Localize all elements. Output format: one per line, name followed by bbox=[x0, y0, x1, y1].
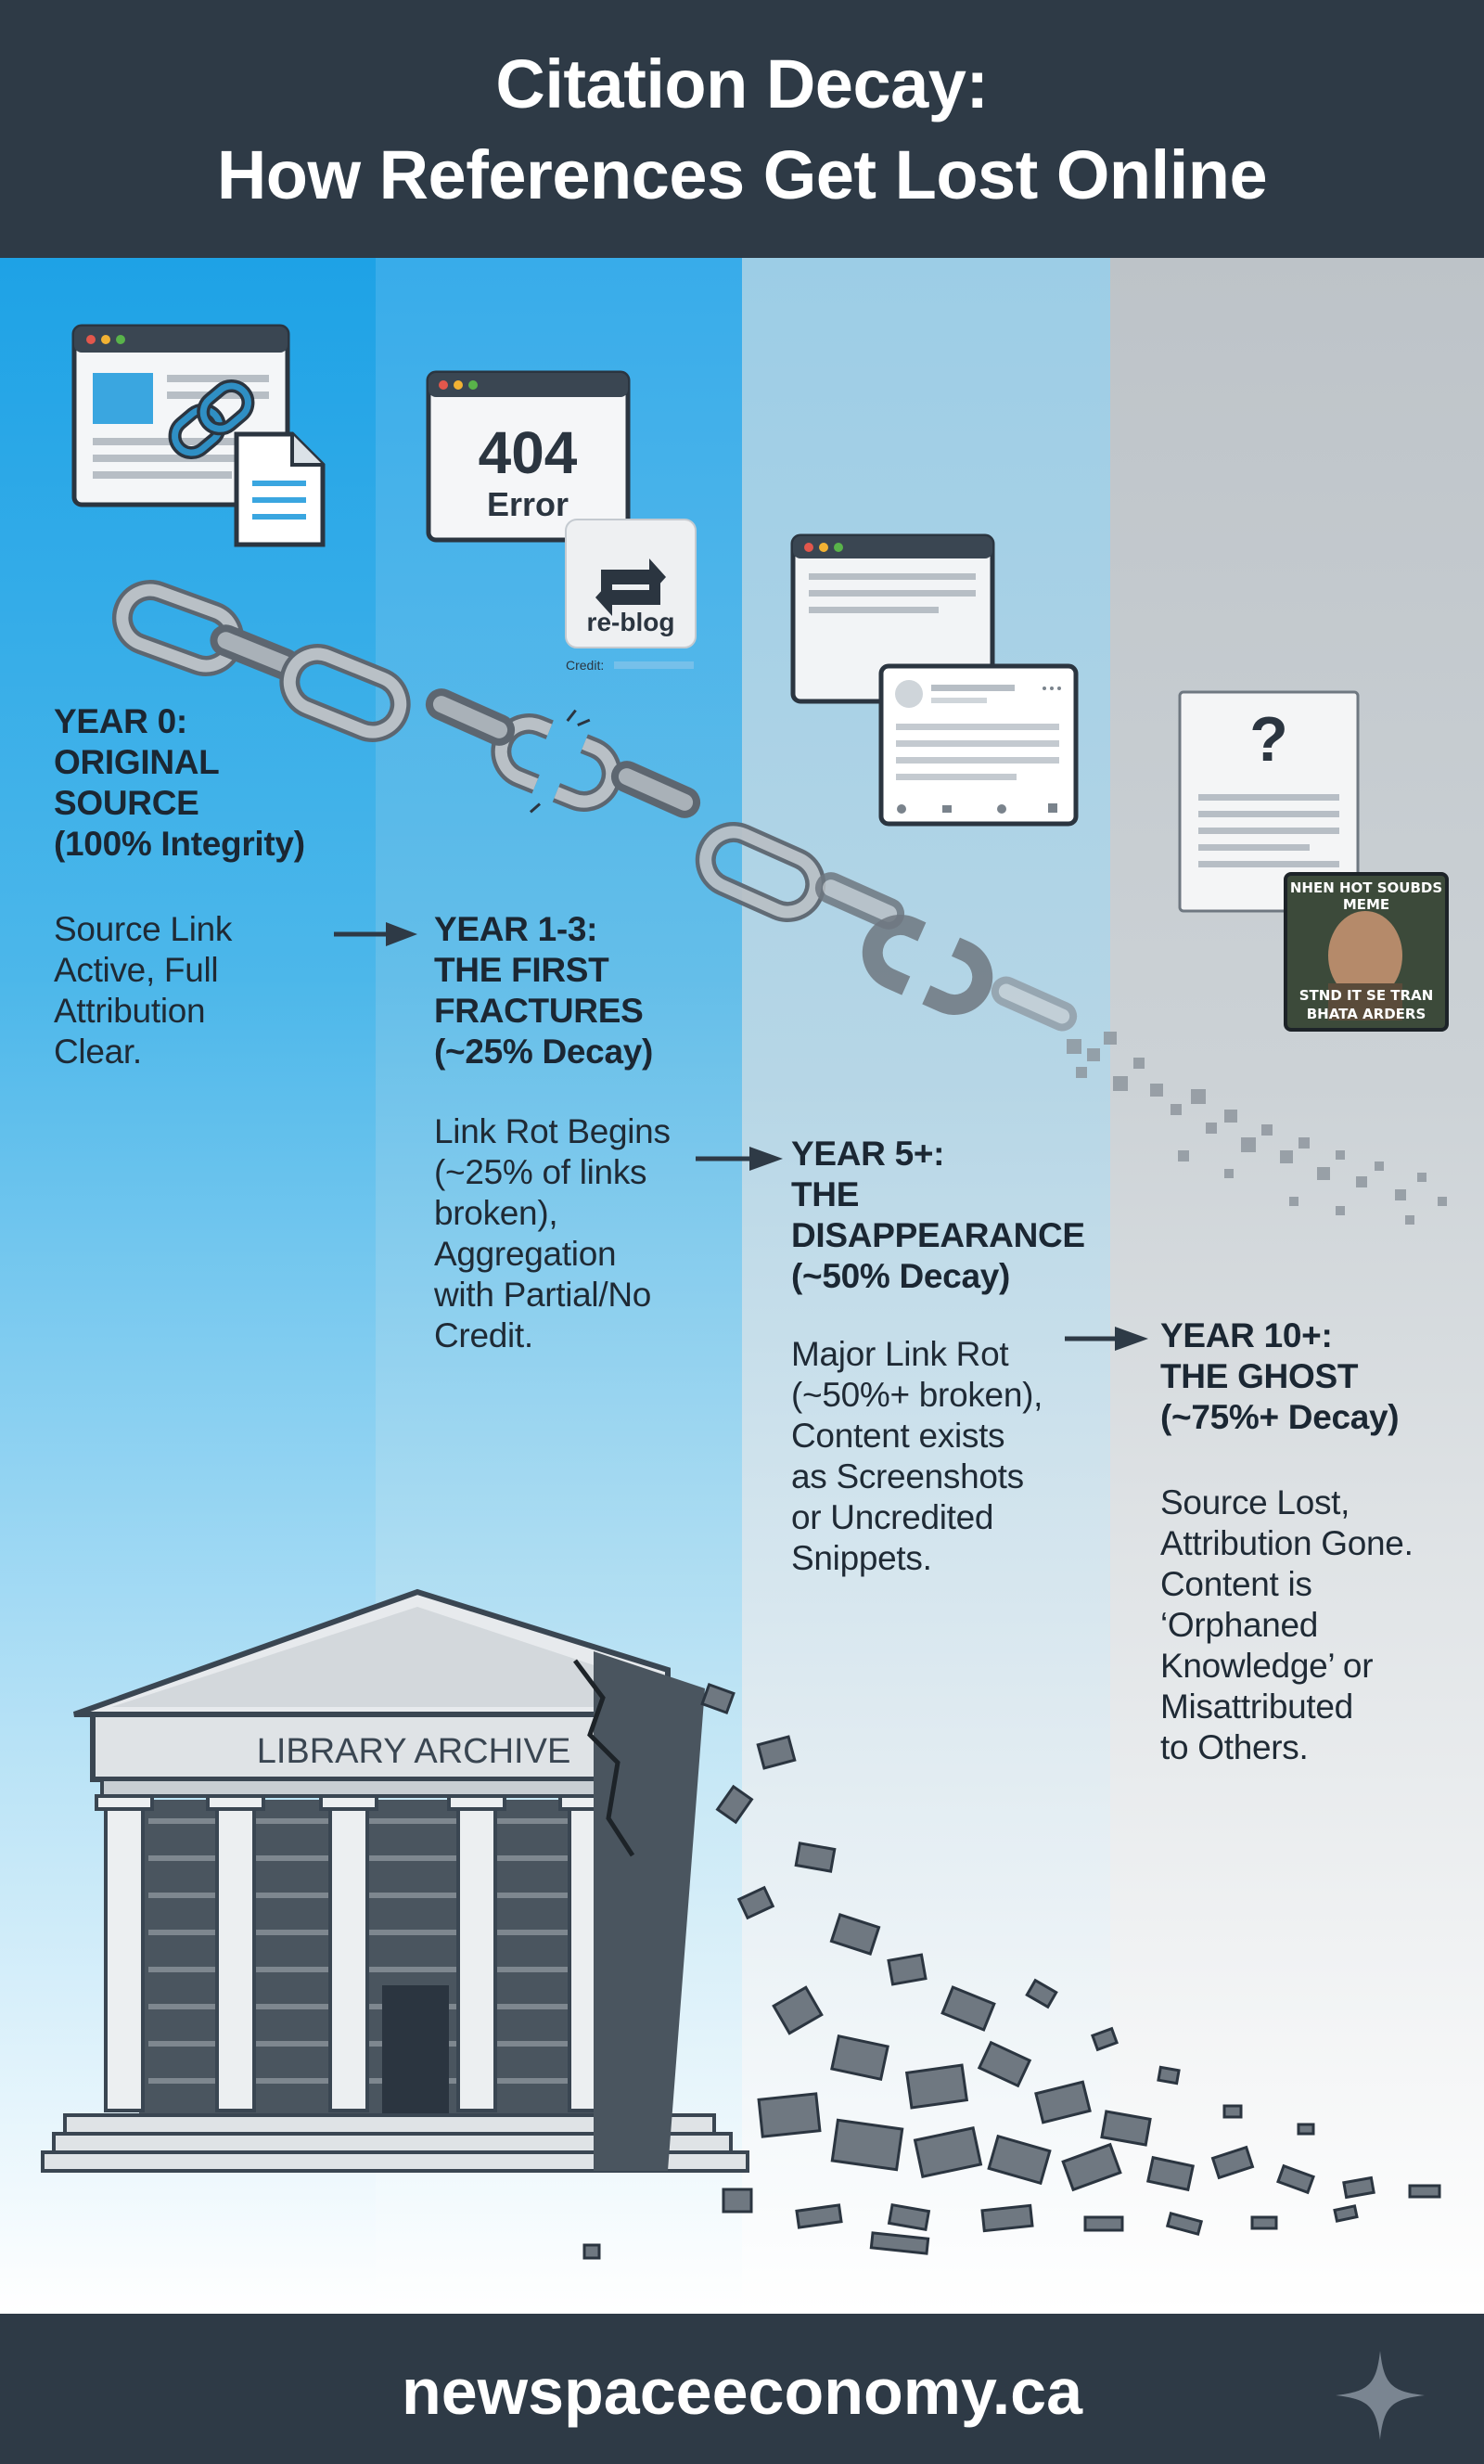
stage-1-title: YEAR 1-3: THE FIRST FRACTURES (~25% Deca… bbox=[434, 910, 654, 1071]
unknown-document-icon: ? bbox=[1178, 690, 1360, 913]
browser-link-icon bbox=[71, 324, 326, 547]
error-label-text: Error bbox=[487, 485, 569, 523]
reblog-icon: re-blog Credit: bbox=[565, 519, 697, 673]
stage-2-title: YEAR 5+: THE DISAPPEARANCE (~50% Decay) bbox=[791, 1135, 1085, 1295]
broken-link-2 bbox=[862, 915, 993, 1015]
crumbling-debris bbox=[582, 1682, 1441, 2260]
footer: newspaceeconomy.ca bbox=[0, 2314, 1484, 2464]
title-line-1: Citation Decay: bbox=[495, 45, 989, 122]
header: Citation Decay: How References Get Lost … bbox=[0, 0, 1484, 258]
error-404-window: 404 Error bbox=[426, 370, 631, 543]
arrow-right-icon bbox=[334, 922, 417, 946]
arrow-right-icon-2 bbox=[696, 1147, 783, 1171]
illustration-layer: 404 Error re-blog Credit: ? bbox=[41, 324, 1449, 2260]
broken-link bbox=[491, 709, 622, 814]
reblog-label: re-blog bbox=[587, 608, 675, 636]
stage-1-description: Link Rot Begins (~25% of links broken), … bbox=[434, 1112, 671, 1354]
library-archive-building: LIBRARY ARCHIVE bbox=[41, 1588, 749, 2173]
question-mark: ? bbox=[1249, 704, 1288, 775]
band-year-10 bbox=[1110, 258, 1484, 2314]
breaking-chain bbox=[114, 583, 1447, 1225]
title-line-2: How References Get Lost Online bbox=[216, 136, 1268, 213]
stage-3-title: YEAR 10+: THE GHOST (~75%+ Decay) bbox=[1160, 1316, 1400, 1436]
credit-label: Credit: bbox=[566, 658, 604, 673]
stage-2-description: Major Link Rot (~50%+ broken), Content e… bbox=[791, 1335, 1043, 1577]
arrow-right-icon-3 bbox=[1065, 1327, 1148, 1351]
stacked-page-windows bbox=[790, 533, 1079, 827]
error-code-text: 404 bbox=[479, 419, 578, 486]
link-icon bbox=[168, 379, 255, 459]
sparkle-icon bbox=[1336, 2351, 1425, 2440]
pixel-dissolve bbox=[1067, 1032, 1447, 1225]
stage-3-description: Source Lost, Attribution Gone. Content i… bbox=[1160, 1483, 1414, 1766]
footer-site-url: newspaceeconomy.ca bbox=[401, 2355, 1083, 2428]
library-sign: LIBRARY ARCHIVE bbox=[257, 1732, 571, 1771]
stage-0-description: Source Link Active, Full Attribution Cle… bbox=[54, 910, 233, 1071]
stage-0-title: YEAR 0: ORIGINAL SOURCE (100% Integrity) bbox=[54, 702, 305, 863]
